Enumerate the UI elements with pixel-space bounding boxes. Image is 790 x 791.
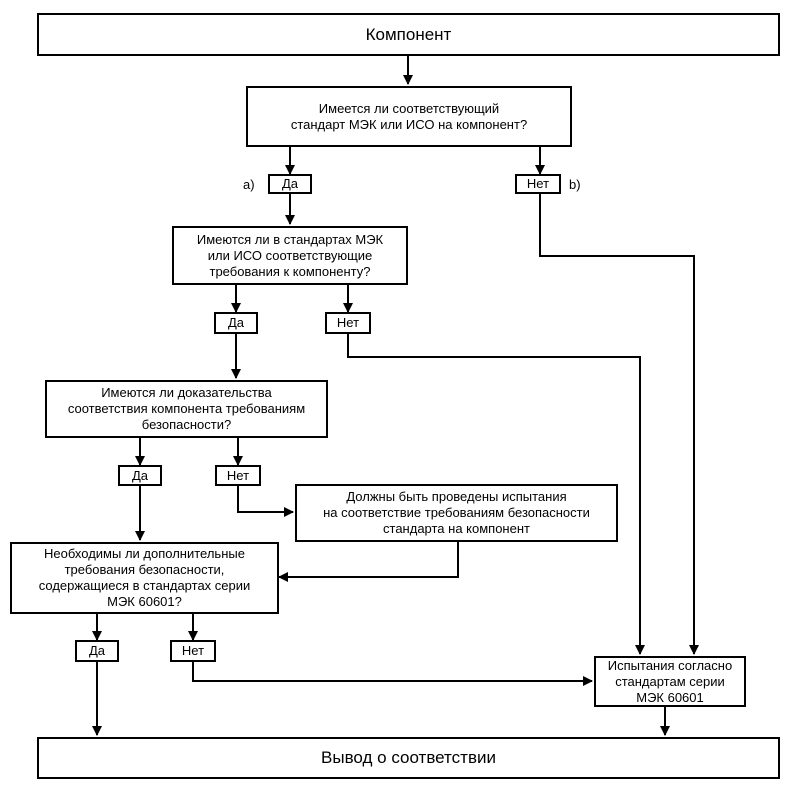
answer-no-1: Нет <box>515 174 561 194</box>
arrow-tests-to-q4 <box>278 542 459 582</box>
answer-no-2: Нет <box>325 312 371 334</box>
note-a: a) <box>243 177 255 192</box>
node-q-additional: Необходимы ли дополнительные требования … <box>10 542 279 614</box>
node-tests-required: Должны быть проведены испытания на соотв… <box>295 484 618 542</box>
node-conclusion: Вывод о соответствии <box>37 737 780 779</box>
node-q-standard: Имеется ли соответствующий стандарт МЭК … <box>246 86 572 147</box>
answer-yes-2: Да <box>214 312 258 334</box>
line-no-to-tests-60601-b <box>347 334 645 655</box>
answer-no-3: Нет <box>215 465 261 486</box>
answer-yes-1: Да <box>268 174 312 194</box>
answer-no-4: Нет <box>170 640 216 662</box>
note-b: b) <box>569 177 581 192</box>
arrow-no-to-tests <box>237 486 294 517</box>
node-component: Компонент <box>37 13 780 56</box>
arrow-no-to-tests-60601 <box>192 662 593 686</box>
answer-yes-3: Да <box>118 465 162 486</box>
answer-yes-4: Да <box>75 640 119 662</box>
node-q-requirements: Имеются ли в стандартах МЭК или ИСО соот… <box>172 226 408 285</box>
node-q-evidence: Имеются ли доказательства соответствия к… <box>45 380 328 438</box>
node-tests-60601: Испытания согласно стандартам серии МЭК … <box>594 656 746 707</box>
line-no-to-tests-60601 <box>539 194 699 655</box>
